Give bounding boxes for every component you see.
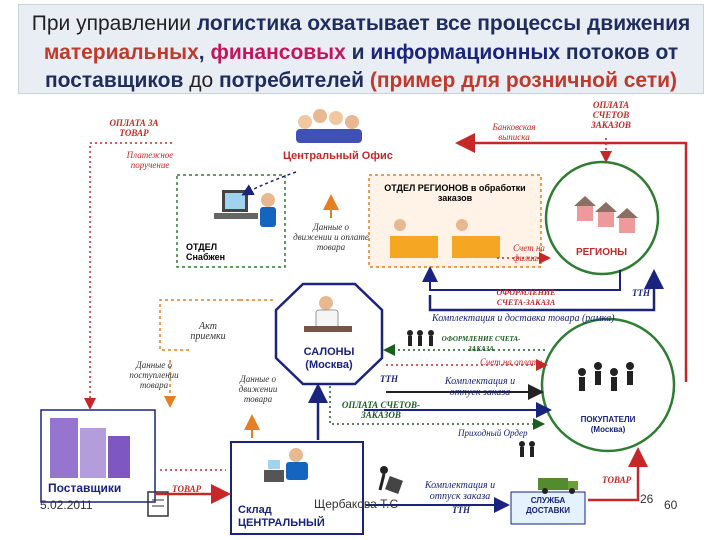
truck-icon — [538, 478, 578, 494]
suppliers-label: Поставщики — [48, 481, 122, 495]
ttn2-label: ТТН — [380, 374, 398, 384]
footer-date: 5.02.2011 — [40, 498, 93, 512]
regions-label: РЕГИОНЫ — [576, 247, 627, 258]
title-text: потоков от — [560, 41, 679, 64]
office-label: Центральный Офис — [283, 150, 393, 162]
title-text: финансовых — [210, 41, 346, 64]
warehouse-label: Склад ЦЕНТРАЛЬНЫЙ — [238, 504, 325, 529]
goods2-label: ТОВАР — [602, 475, 632, 485]
incoming-order-label: Приходный Ордер — [458, 428, 528, 438]
delivery-customers-arrow — [588, 447, 648, 502]
title-box: При управлении логистика охватывает все … — [18, 4, 704, 94]
title-text: материальных — [43, 41, 199, 64]
register-icon — [147, 491, 169, 517]
order-invoice2-label: ОФОРМЛЕНИЕ СЧЕТА-ЗАКАЗА — [441, 335, 521, 353]
pay-goods-arrow — [84, 142, 172, 410]
visitors-icon — [407, 330, 535, 457]
ttn1-label: ТТН — [632, 288, 650, 298]
courier-icon — [378, 466, 403, 494]
pay-goods-label: ОПЛАТА ЗА ТОВАР — [109, 118, 159, 138]
buildings-icon — [50, 418, 130, 478]
houses-icon — [574, 196, 638, 233]
delivery-box — [510, 491, 586, 525]
delivery-frame-arrow — [428, 269, 664, 312]
title-text: охватывает все процессы движения — [301, 12, 691, 35]
bank-label: Банковская выписка — [492, 122, 536, 142]
goods1-label: ТОВАР — [172, 484, 202, 494]
order-invoice-arrow — [422, 266, 621, 291]
shoppers-icon — [578, 362, 634, 391]
title-line-1: При управлении логистика охватывает все … — [19, 11, 703, 37]
title-text: логистика — [196, 12, 302, 35]
assembly-delivery-label: Комплектация и доставка товара (рамка) — [432, 313, 615, 324]
move-data-label: Данные о движении и оплате товара — [293, 222, 369, 252]
salon-worker-icon — [304, 296, 352, 332]
footer-page: 60 — [664, 498, 678, 512]
customers-label: ПОКУПАТЕЛИ (Москва) — [580, 415, 636, 434]
receipt-data-label: Данные о поступлении товара — [129, 360, 179, 390]
pay-order-label: Платежное поручение — [126, 150, 174, 170]
pay-invoices-label: ОПЛАТА СЧЕТОВ ЗАКАЗОВ — [591, 100, 631, 130]
clerks-icon — [390, 219, 500, 258]
title-line-2: материальных, финансовых и информационны… — [19, 40, 703, 66]
assembly-release-label: Комплектация и отпуск заказа — [444, 376, 516, 398]
warehouse-worker-icon — [264, 448, 308, 482]
title-text: до — [183, 69, 219, 92]
slide-number: 26 — [640, 492, 654, 506]
salons-octagon — [274, 282, 384, 386]
title-text: потребителей — [218, 69, 364, 92]
salons-label: САЛОНЫ (Москва) — [303, 346, 355, 371]
supply-dept-box — [176, 174, 286, 268]
goods-move-label: Данные о движении товара — [238, 374, 278, 404]
delivery-label: СЛУЖБА ДОСТАВКИ — [525, 496, 571, 515]
title-text: информационных — [370, 41, 561, 64]
invoice-branch-label: Счет на филиалу — [513, 243, 545, 263]
office-people-icon — [296, 109, 362, 143]
title-text: (пример для розничной сети) — [364, 69, 678, 92]
act-label: Акт приемки — [190, 321, 226, 342]
title-text: и — [345, 41, 371, 64]
footer-author: Щербакова Т.С — [314, 497, 399, 511]
assembly-release2-label: Комплектация и отпуск заказа — [424, 480, 496, 502]
title-text: , — [198, 41, 211, 64]
ttn3-label: ТТН — [452, 505, 470, 515]
regions-dept-label: ОТДЕЛ РЕГИОНОВ в обработки заказов — [384, 183, 526, 203]
title-text: поставщиков — [44, 69, 184, 92]
pay-invoices2-label: ОПЛАТА СЧЕТОВ-ЗАКАЗОВ — [341, 400, 421, 420]
supply-dept-label: ОТДЕЛ Снабжен — [186, 242, 226, 262]
act-arrow — [159, 299, 240, 351]
computer-worker-icon — [214, 190, 276, 227]
invoice-pay-label: Счет на оплату — [480, 357, 542, 367]
title-line-3: поставщиков до потребителей (пример для … — [19, 68, 703, 94]
bank-statement-arrow — [455, 133, 688, 382]
order-invoice-label: ОФОРМЛЕНИЕ СЧЕТА-ЗАКАЗА — [496, 288, 556, 307]
title-text: При управлении — [31, 12, 197, 35]
